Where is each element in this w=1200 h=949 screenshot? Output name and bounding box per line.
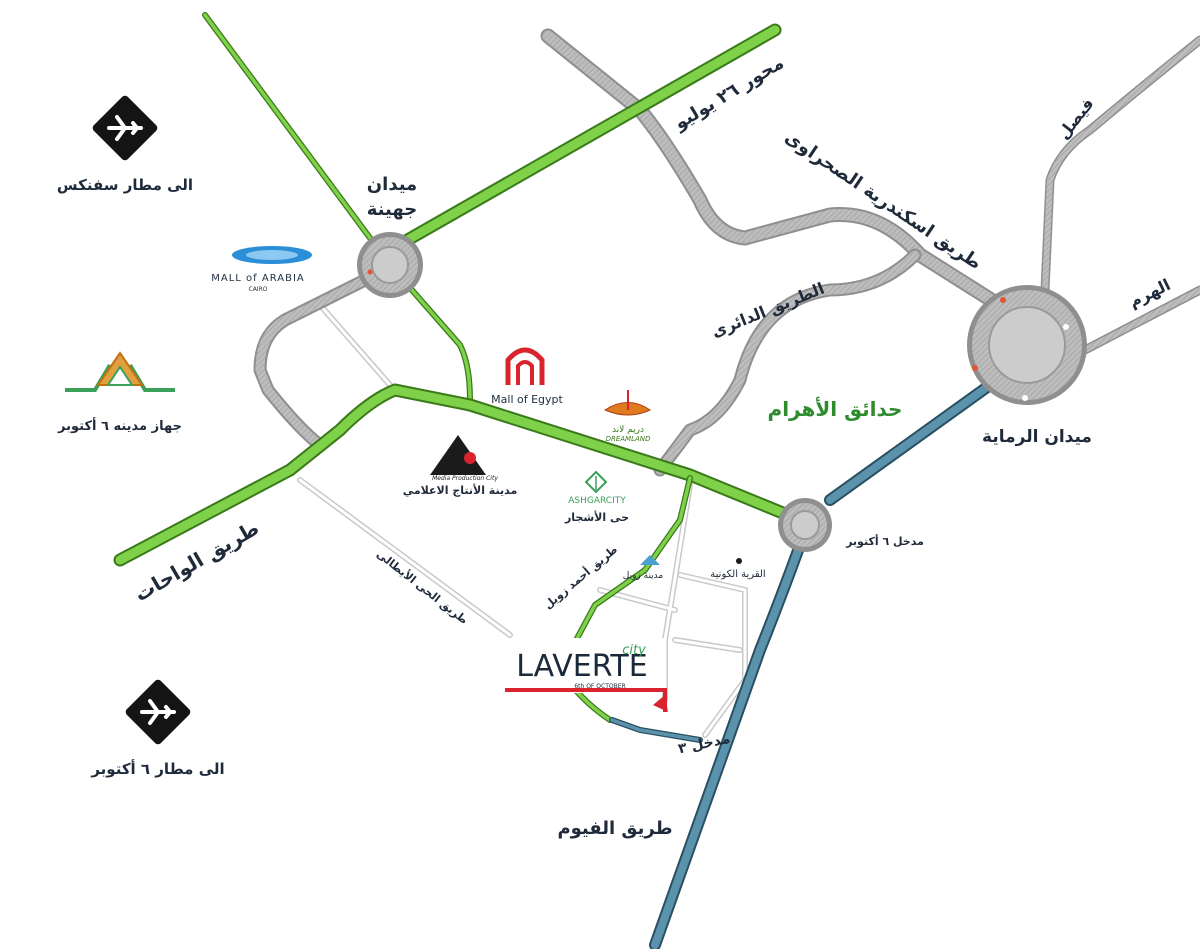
zewail-city-label: مدينة زويل — [623, 571, 664, 581]
mall-of-arabia-text: MALL of ARABIA — [211, 273, 304, 284]
city-authority-logo — [65, 351, 175, 392]
la-verte-name: LAVERTE — [516, 649, 647, 684]
road-label-entrance-6-october: مدخل ٦ أكتوبر — [845, 534, 924, 548]
mall-of-arabia-subtext: CAIRO — [249, 286, 268, 293]
la-verte-tagline: 6th OF OCTOBER — [574, 683, 625, 690]
dreamland-en-text: DREAMLAND — [606, 435, 651, 443]
road-label-ahmed-zewail: طريق أحمد زويل — [541, 542, 620, 612]
media-city-label: مدينة الأنتاج الاعلامي — [403, 483, 518, 498]
zewail-city-logo: مدينة زويل — [623, 555, 664, 581]
mall-of-arabia-logo: MALL of ARABIA CAIRO — [211, 246, 312, 293]
city-authority-label: جهاز مدينه ٦ أكتوبر — [57, 417, 182, 434]
remaya-square-roundabout — [967, 285, 1087, 405]
juhayna-square-roundabout — [357, 232, 423, 298]
dreamland-ar-text: دريم لاند — [612, 425, 644, 435]
mall-of-egypt-text: Mall of Egypt — [491, 393, 563, 406]
fayoum-road — [609, 379, 996, 949]
ashgar-city-logo: ASHGARCITY حى الأشجار — [564, 470, 629, 524]
mall-of-egypt-logo: Mall of Egypt — [491, 347, 564, 406]
ashgar-city-ar-text: حى الأشجار — [564, 510, 629, 524]
road-label-alex-desert: طريق اسكندرية الصحراوى — [781, 127, 985, 274]
square-label-juhayna-1: ميدان — [367, 174, 417, 195]
media-city-logo: Media Production City مدينة الأنتاج الاع… — [403, 435, 518, 498]
la-verte-project-marker: LAVERTE city 6th OF OCTOBER — [505, 638, 668, 712]
road-label-italian-district: طريق الحى الأيطالى — [374, 547, 471, 627]
smart-village-marker — [736, 558, 742, 564]
road-faisal — [1040, 35, 1200, 295]
media-city-logo-text: Media Production City — [432, 475, 498, 482]
gray-major-roads — [253, 28, 1200, 477]
airport-october-label: الى مطار ٦ أكتوبر — [90, 759, 224, 778]
smart-village-label: القرية الكونية — [710, 569, 765, 580]
road-label-26-july: محور ٢٦ يوليو — [670, 52, 788, 134]
ashgar-city-en-text: ASHGARCITY — [568, 496, 626, 506]
square-label-juhayna-2: جهينة — [367, 199, 417, 220]
road-ring — [653, 248, 922, 477]
dreamland-logo: دريم لاند DREAMLAND — [603, 390, 652, 443]
october-entrance-roundabout — [778, 498, 832, 552]
airport-sphinx-label: الى مطار سفنكس — [57, 176, 193, 194]
green-roads — [113, 12, 807, 723]
road-juhayna-north — [202, 12, 473, 403]
airplane-icon — [125, 679, 191, 745]
la-verte-suffix: city — [622, 643, 646, 658]
road-label-fayoum: طريق الفيوم — [557, 818, 672, 839]
airplane-icon — [92, 95, 158, 161]
district-label-hadayek-ahram: حدائق الأهرام — [768, 396, 903, 421]
road-label-wahat: طريق الواحات — [130, 516, 263, 607]
square-label-remaya: ميدان الرماية — [982, 427, 1092, 447]
